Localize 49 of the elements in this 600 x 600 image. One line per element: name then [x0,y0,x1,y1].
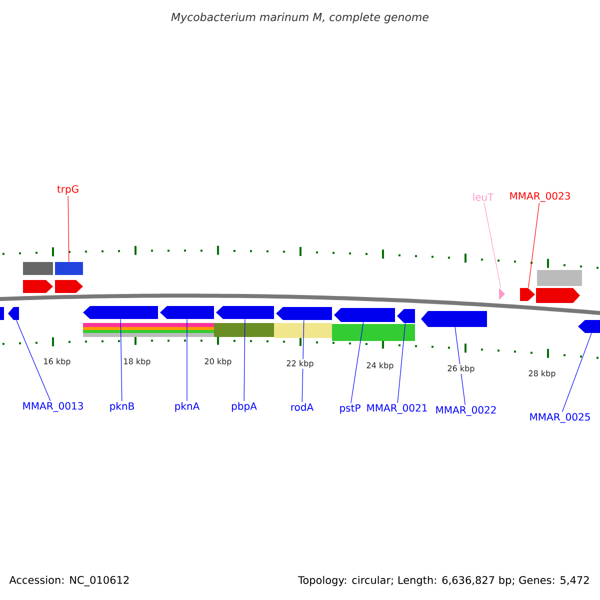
gene-label: pstP [340,404,360,414]
gene-label: leuT [473,193,494,201]
leader-line [528,202,540,288]
leader-line [397,322,406,404]
scale-label: 24 kbp [365,361,395,371]
gene-feature [334,308,395,322]
gene-label: MMAR_0022 [436,406,496,416]
gene-label: trpG [57,185,78,195]
gene-feature [520,288,535,301]
gene-feature [83,306,158,319]
gene-feature [578,320,600,333]
gene-label: MMAR_0021 [367,404,427,414]
leader-line [16,320,51,402]
gene-triangle [499,288,505,300]
scale-label: 16 kbp [42,357,72,367]
leader-line [68,196,70,262]
title: Mycobacterium marinum M, complete genome [171,12,428,24]
leader-line [562,332,592,412]
leader-line [350,322,364,404]
scale-label: 18 kbp [122,357,152,367]
scale-label: 20 kbp [203,357,233,367]
scale-label: 26 kbp [446,364,476,374]
gene-label: pbpA [232,402,257,412]
gene-label: MMAR_0013 [23,402,83,412]
gene-label: MMAR_0023 [510,192,570,202]
feature-bar [537,270,582,286]
info-text: Accession: NC_010612 [9,576,129,586]
info-text: Topology: circular; Length: 6,636,827 bp; Genes: 5,472 [298,576,589,586]
leader-line [120,318,122,402]
gene-label: rodA [291,403,314,411]
gene-feature [160,306,214,319]
feature-bar [55,262,83,275]
gene-feature [8,307,19,320]
scale-label: 22 kbp [285,359,315,369]
gene-label: pknA [175,402,200,412]
scale-label: 28 kbp [527,369,557,379]
gene-feature [276,307,332,320]
gene-feature [397,309,415,323]
feature-bar [23,262,53,275]
gene-feature [23,280,53,293]
gene-feature [216,306,274,319]
gene-feature [421,311,487,327]
leader-line [484,202,502,288]
leader-line [186,318,188,402]
gene-label: pknB [110,402,134,412]
gene-label: MMAR_0025 [530,413,590,423]
gene-feature [0,307,4,320]
gene-feature [55,280,83,293]
leader-line [244,318,246,402]
